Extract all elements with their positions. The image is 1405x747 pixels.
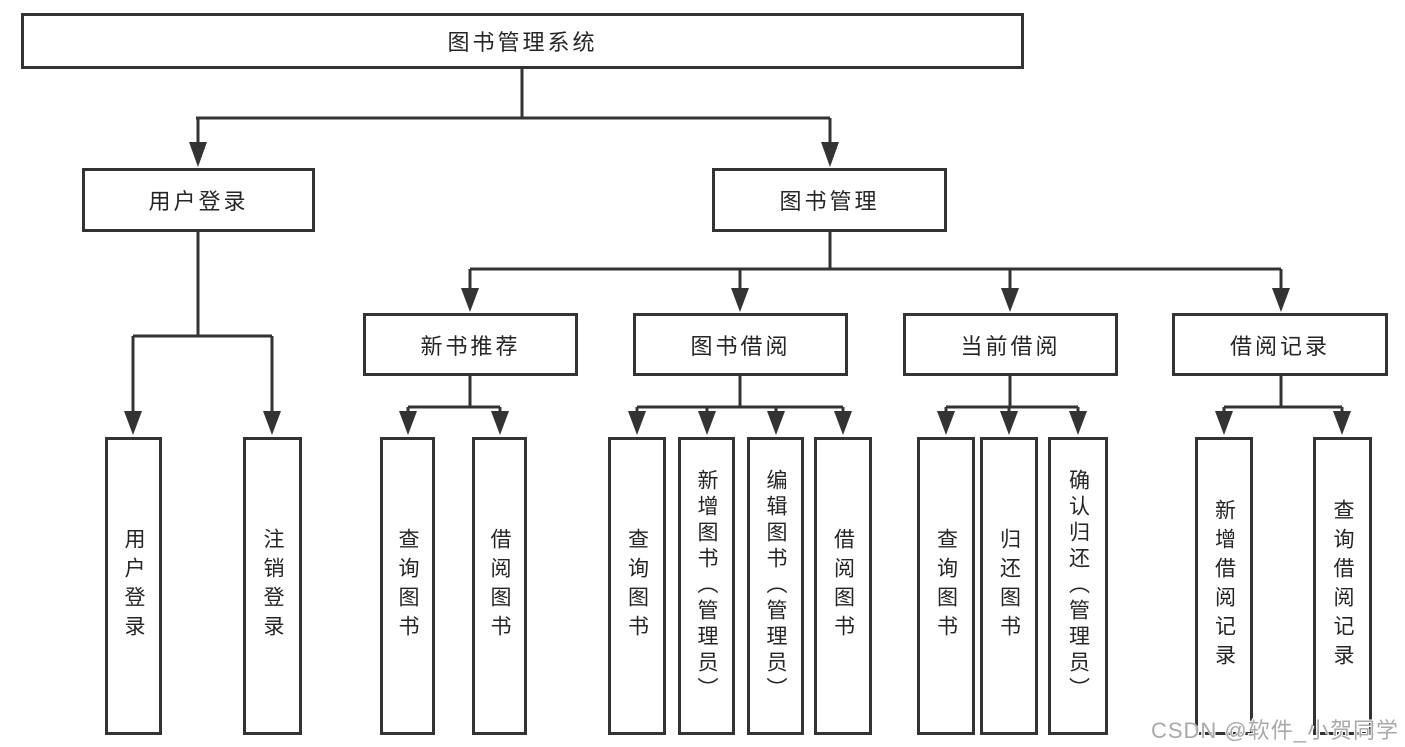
node-current-borrow: 当前借阅 xyxy=(903,313,1118,376)
node-user-login-label: 用户登录 xyxy=(148,189,249,214)
node-root: 图书管理系统 xyxy=(21,13,1024,69)
leaf-add-book-admin: 新增图书（管理员） xyxy=(678,437,735,735)
leaf-edit-book-admin: 编辑图书（管理员） xyxy=(747,437,804,735)
node-book-management: 图书管理 xyxy=(712,168,947,232)
node-new-book-recommend-label: 新书推荐 xyxy=(420,333,521,359)
leaf-return-book-label: 归还图书 xyxy=(997,528,1021,644)
node-user-login: 用户登录 xyxy=(82,168,315,232)
leaf-query-book-current: 查询图书 xyxy=(917,437,975,735)
node-borrow-record: 借阅记录 xyxy=(1172,313,1388,376)
leaf-return-book: 归还图书 xyxy=(980,437,1038,735)
leaf-query-book-current-label: 查询图书 xyxy=(934,528,958,644)
leaf-add-borrow-record: 新增借阅记录 xyxy=(1195,437,1253,735)
leaf-confirm-return-admin: 确认归还（管理员） xyxy=(1048,437,1108,735)
node-book-borrow-label: 图书借阅 xyxy=(690,333,791,359)
leaf-query-book-recommend-label: 查询图书 xyxy=(396,528,419,644)
leaf-borrow-book: 借阅图书 xyxy=(814,437,872,735)
leaf-query-borrow-record-label: 查询借阅记录 xyxy=(1331,499,1354,673)
leaf-user-login: 用户登录 xyxy=(105,437,162,735)
leaf-borrow-book-recommend: 借阅图书 xyxy=(472,437,527,735)
leaf-add-borrow-record-label: 新增借阅记录 xyxy=(1212,499,1236,673)
node-current-borrow-label: 当前借阅 xyxy=(960,333,1061,359)
csdn-watermark: CSDN @软件_小贺同学 xyxy=(1150,718,1399,743)
node-root-label: 图书管理系统 xyxy=(447,30,598,55)
leaf-edit-book-admin-label: 编辑图书（管理员） xyxy=(764,469,787,703)
leaf-query-book-recommend: 查询图书 xyxy=(380,437,435,735)
node-book-management-label: 图书管理 xyxy=(779,189,880,214)
leaf-confirm-return-admin-label: 确认归还（管理员） xyxy=(1066,469,1090,703)
leaf-borrow-book-label: 借阅图书 xyxy=(831,528,855,644)
node-borrow-record-label: 借阅记录 xyxy=(1229,333,1330,359)
leaf-add-book-admin-label: 新增图书（管理员） xyxy=(695,469,718,703)
leaf-borrow-book-recommend-label: 借阅图书 xyxy=(488,528,511,644)
leaf-user-login-label: 用户登录 xyxy=(122,528,145,644)
leaf-query-book-borrow-label: 查询图书 xyxy=(625,528,649,644)
leaf-query-borrow-record: 查询借阅记录 xyxy=(1313,437,1372,735)
leaf-logout-login: 注销登录 xyxy=(243,437,302,735)
leaf-query-book-borrow: 查询图书 xyxy=(608,437,666,735)
node-book-borrow: 图书借阅 xyxy=(633,313,848,376)
node-new-book-recommend: 新书推荐 xyxy=(363,313,578,376)
leaf-logout-login-label: 注销登录 xyxy=(261,528,284,644)
